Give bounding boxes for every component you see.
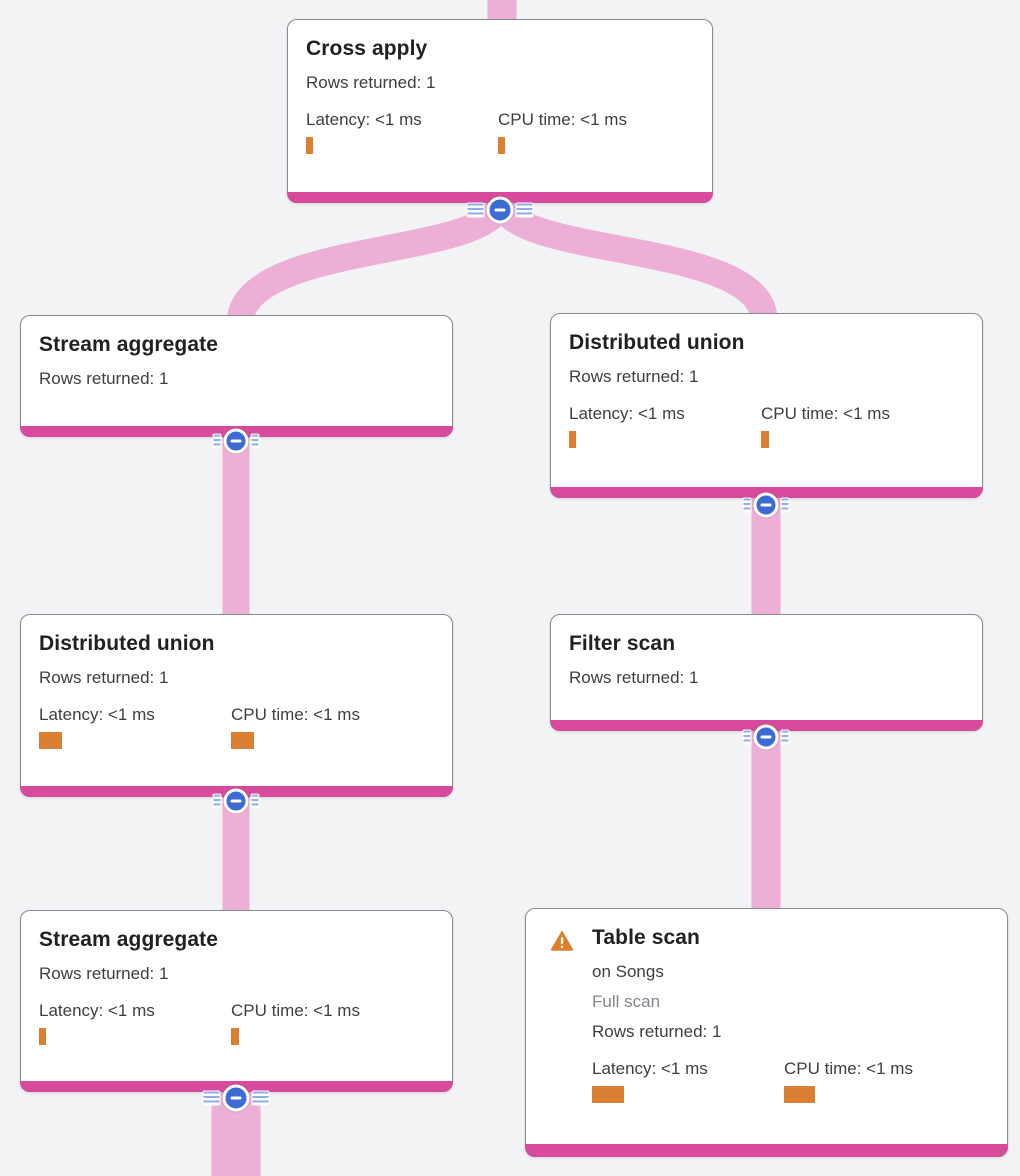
collapse-button-distributed-union-right[interactable] [742,492,790,518]
collapse-button-filter-scan[interactable] [742,724,790,750]
plan-node-stream-aggregate-2[interactable]: Stream aggregate Rows returned: 1 Latenc… [20,910,453,1092]
collapse-stripe-right [250,433,260,449]
plan-node-distributed-union-left[interactable]: Distributed union Rows returned: 1 Laten… [20,614,453,797]
cpu-time-bar [231,732,254,749]
latency-label: Latency: <1 ms [39,705,155,724]
edge-cross-apply-to-stream-aggregate [226,196,515,324]
cpu-time-label: CPU time: <1 ms [498,110,627,129]
collapse-stripe-left [212,433,222,449]
minus-icon [753,724,779,750]
table-name-text: on Songs [592,962,664,981]
latency-bar [569,431,576,448]
node-footer-bar [525,1144,1008,1157]
plan-node-distributed-union-right[interactable]: Distributed union Rows returned: 1 Laten… [550,313,983,498]
cpu-time-label: CPU time: <1 ms [231,705,360,724]
minus-icon [223,428,249,454]
cpu-time-label: CPU time: <1 ms [231,1001,360,1020]
scan-type-text: Full scan [592,992,661,1011]
node-title: Stream aggregate [39,333,219,356]
minus-icon [223,788,249,814]
minus-icon [753,492,779,518]
collapse-button-stream-aggregate-2[interactable] [202,1084,270,1112]
rows-returned-text: Rows returned: 1 [39,668,169,687]
collapse-stripe-right [780,729,790,745]
collapse-button-stream-aggregate-1[interactable] [212,428,260,454]
cpu-time-label: CPU time: <1 ms [784,1059,913,1078]
collapse-stripe-right [515,202,534,218]
warning-triangle-icon [550,929,574,951]
minus-icon [222,1084,250,1112]
cpu-time-bar [761,431,769,448]
rows-returned-text: Rows returned: 1 [39,369,169,388]
cpu-time-bar [498,137,505,154]
collapse-stripe-right [250,793,260,809]
latency-bar [39,732,62,749]
collapse-stripe-left [742,729,752,745]
rows-returned-text: Rows returned: 1 [569,367,699,386]
rows-returned-text: Rows returned: 1 [592,1022,722,1041]
cpu-time-label: CPU time: <1 ms [761,404,890,423]
cpu-time-bar [231,1028,239,1045]
rows-returned-text: Rows returned: 1 [39,964,169,983]
latency-bar [306,137,313,154]
collapse-stripe-left [212,793,222,809]
cpu-time-bar [784,1086,815,1103]
rows-returned-text: Rows returned: 1 [569,668,699,687]
node-title: Table scan [592,926,700,949]
node-title: Filter scan [569,632,676,655]
collapse-stripe-right [780,497,790,513]
latency-label: Latency: <1 ms [569,404,685,423]
node-title: Distributed union [39,632,215,655]
node-title: Cross apply [306,37,428,60]
edge-cross-apply-to-distributed-union [487,196,778,322]
plan-node-filter-scan[interactable]: Filter scan Rows returned: 1 [550,614,983,731]
collapse-stripe-left [202,1090,221,1106]
latency-bar [39,1028,46,1045]
collapse-button-cross-apply[interactable] [466,196,534,224]
collapse-stripe-left [742,497,752,513]
collapse-button-distributed-union-left[interactable] [212,788,260,814]
plan-node-stream-aggregate-1[interactable]: Stream aggregate Rows returned: 1 [20,315,453,437]
node-title: Stream aggregate [39,928,219,951]
latency-label: Latency: <1 ms [592,1059,708,1078]
minus-icon [486,196,514,224]
plan-node-cross-apply[interactable]: Cross apply Rows returned: 1 Latency: <1… [287,19,713,203]
plan-node-table-scan[interactable]: Table scan on Songs Full scan Rows retur… [525,908,1008,1157]
collapse-stripe-left [466,202,485,218]
node-title: Distributed union [569,331,745,354]
rows-returned-text: Rows returned: 1 [306,73,436,92]
latency-label: Latency: <1 ms [39,1001,155,1020]
latency-label: Latency: <1 ms [306,110,422,129]
latency-bar [592,1086,624,1103]
collapse-stripe-right [251,1090,270,1106]
